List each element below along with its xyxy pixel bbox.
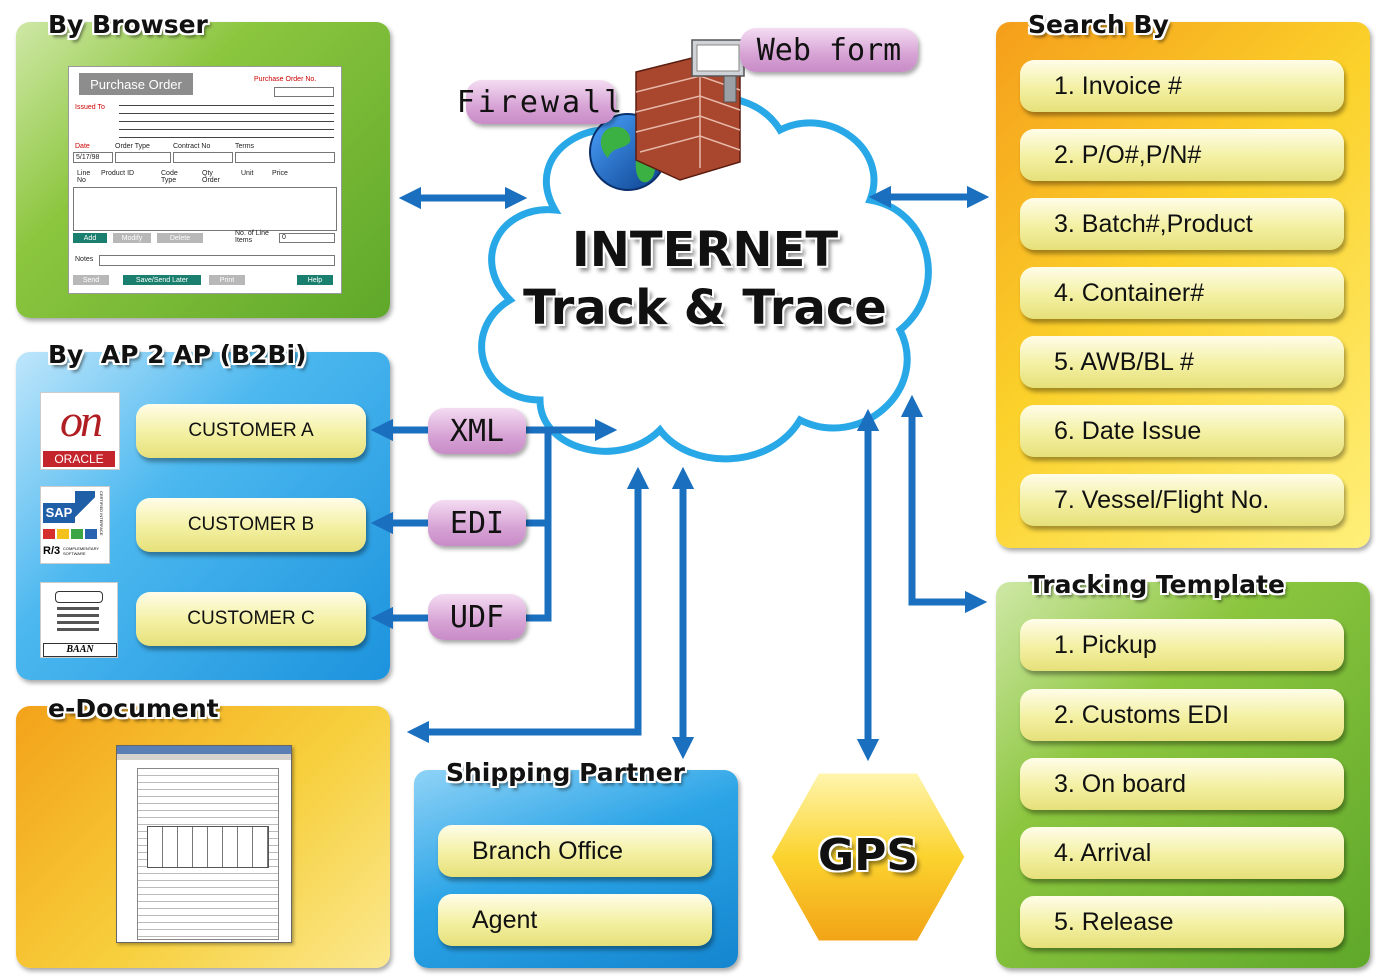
shipping-item-branch[interactable]: Branch Office: [438, 825, 712, 877]
sap-name: SAP: [43, 503, 75, 523]
unit-label: Unit: [241, 170, 254, 177]
line-items-area[interactable]: [73, 187, 337, 231]
date-label: Date: [75, 143, 90, 150]
customer-a[interactable]: CUSTOMER A: [136, 404, 366, 458]
shipping-item-agent[interactable]: Agent: [438, 894, 712, 946]
tracking-item-customs[interactable]: 2. Customs EDI: [1020, 689, 1344, 741]
product-id-label: Product ID: [101, 170, 135, 177]
sap-side: CERTIFIED INTERFACE: [99, 491, 104, 536]
browser-title: By Browser: [48, 10, 208, 39]
print-button[interactable]: Print: [209, 275, 245, 285]
baan-logo: BAAN: [40, 582, 118, 658]
shipping-title: Shipping Partner: [446, 758, 686, 787]
customer-c[interactable]: CUSTOMER C: [136, 592, 366, 646]
udf-tag: UDF: [428, 594, 526, 640]
search-item-date[interactable]: 6. Date Issue: [1020, 405, 1344, 457]
contract-no-label: Contract No: [173, 143, 211, 150]
oracle-logo: on ORACLE: [40, 392, 120, 470]
tracking-title: Tracking Template: [1028, 570, 1285, 599]
no-of-items-label: No. of Line Items: [235, 230, 269, 244]
notes-label: Notes: [75, 256, 94, 263]
gps-hexagon: [768, 770, 968, 944]
baan-name: BAAN: [43, 643, 117, 657]
order-type-field[interactable]: [115, 152, 171, 163]
tracking-item-release[interactable]: 5. Release: [1020, 896, 1344, 948]
webform-tag: Web form: [740, 28, 918, 72]
modify-button[interactable]: Modify: [113, 233, 151, 243]
sap-logo: SAP R/3 COMPLEMENTARY SOFTWARE CERTIFIED…: [40, 486, 110, 564]
internet-label: INTERNET: [571, 222, 839, 278]
search-item-po-pn[interactable]: 2. P/O#,P/N#: [1020, 129, 1344, 181]
search-item-awb-bl[interactable]: 5. AWB/BL #: [1020, 336, 1344, 388]
tracking-item-pickup[interactable]: 1. Pickup: [1020, 619, 1344, 671]
notes-field[interactable]: [99, 255, 335, 266]
purchase-order-form: Purchase Order Purchase Order No. Issued…: [68, 66, 342, 294]
po-no-field[interactable]: [274, 87, 334, 97]
add-button[interactable]: Add: [73, 233, 107, 243]
no-of-items-field[interactable]: 0: [279, 233, 335, 243]
contract-no-field[interactable]: [173, 152, 233, 163]
send-button[interactable]: Send: [73, 275, 109, 285]
oracle-mark: on: [60, 395, 103, 446]
po-no-label: Purchase Order No.: [254, 76, 317, 83]
search-item-vessel[interactable]: 7. Vessel/Flight No.: [1020, 474, 1344, 526]
search-item-batch[interactable]: 3. Batch#,Product: [1020, 198, 1344, 250]
issued-to-label: Issued To: [75, 104, 105, 111]
tracking-item-arrival[interactable]: 4. Arrival: [1020, 827, 1344, 879]
firewall-tag: Firewall: [457, 80, 622, 124]
help-button[interactable]: Help: [297, 275, 333, 285]
terms-label: Terms: [235, 143, 255, 150]
code-type-label: Code Type: [161, 170, 178, 184]
qty-order-label: Qty Order: [202, 170, 220, 184]
sap-r3: R/3: [43, 545, 61, 557]
sap-comp: COMPLEMENTARY SOFTWARE: [63, 546, 100, 556]
monitor-icon: [691, 39, 745, 103]
customer-b[interactable]: CUSTOMER B: [136, 498, 366, 552]
search-item-container[interactable]: 4. Container#: [1020, 267, 1344, 319]
oracle-name: ORACLE: [43, 451, 115, 467]
b2bi-title: By AP 2 AP (B2Bi): [48, 340, 307, 369]
delete-button[interactable]: Delete: [157, 233, 203, 243]
search-title: Search By: [1028, 10, 1169, 39]
form-header: Purchase Order: [79, 73, 193, 95]
price-label: Price: [272, 170, 288, 177]
tracking-item-onboard[interactable]: 3. On board: [1020, 758, 1344, 810]
edocument-image: [116, 745, 292, 943]
order-type-label: Order Type: [115, 143, 150, 150]
save-send-later-button[interactable]: Save/Send Later: [123, 275, 201, 285]
line-no-label: Line No: [77, 170, 91, 184]
xml-tag: XML: [428, 408, 526, 454]
search-item-invoice[interactable]: 1. Invoice #: [1020, 60, 1344, 112]
edi-tag: EDI: [428, 500, 526, 546]
track-trace-label: Track & Trace: [523, 280, 887, 336]
terms-field[interactable]: [235, 152, 335, 163]
edocument-title: e-Document: [48, 694, 219, 723]
date-field[interactable]: 5/17/98: [73, 152, 113, 163]
gps-label: GPS: [817, 830, 919, 881]
